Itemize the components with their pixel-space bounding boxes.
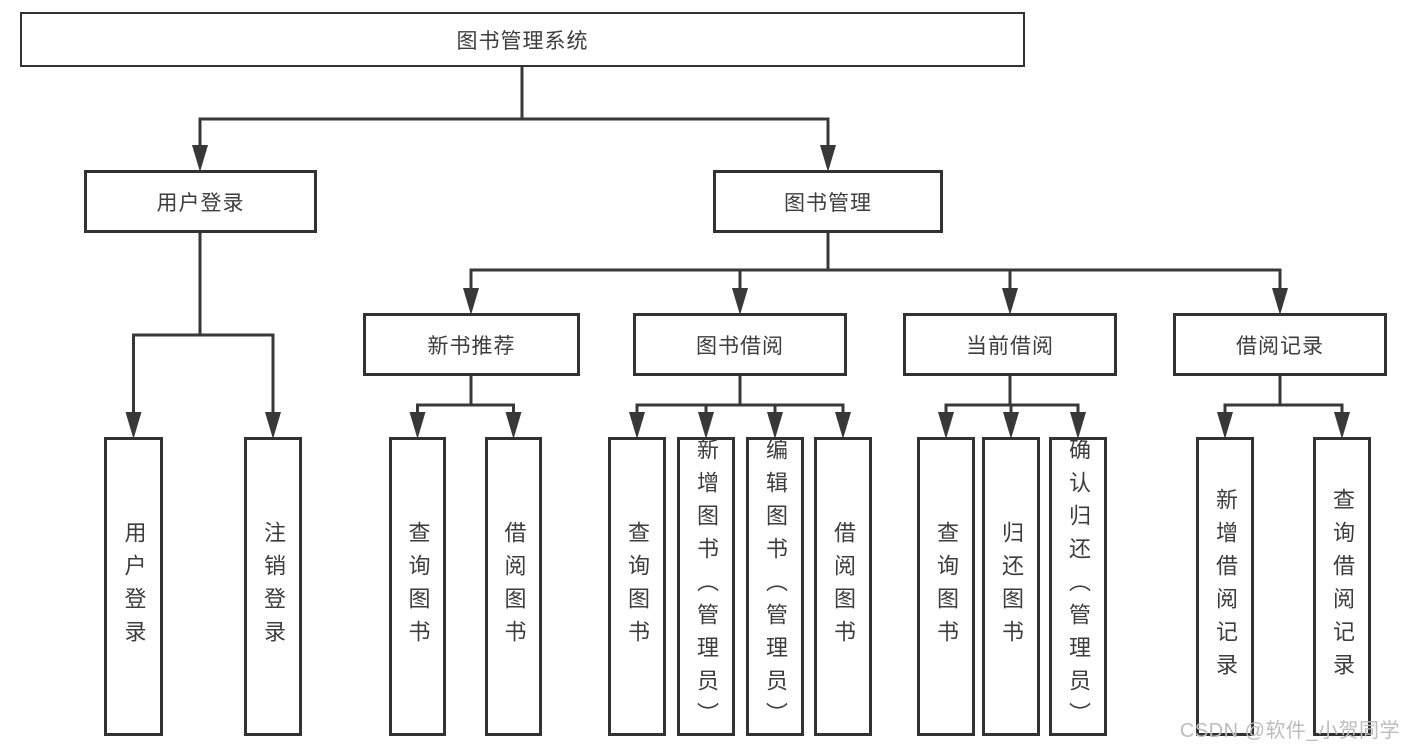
node-root: 图书管理系统 (20, 12, 1025, 67)
node-current-borrow-label: 当前借阅 (966, 334, 1054, 358)
arrowheads (125, 145, 1350, 439)
node-current-return-books: 归还图书 (982, 437, 1040, 736)
node-recommend-borrow-books-label: 借阅图书 (501, 520, 527, 653)
node-book-management-label: 图书管理 (784, 191, 872, 215)
node-borrow-add-books-admin: 新增图书（管理员） (677, 437, 735, 736)
node-current-confirm-return-admin-label: 确认归还（管理员） (1066, 438, 1091, 735)
node-borrow-query-books-label: 查询图书 (625, 520, 650, 653)
node-borrow-add-books-admin-label: 新增图书（管理员） (694, 438, 719, 735)
node-user-login: 用户登录 (84, 170, 317, 233)
node-logout-label: 注销登录 (261, 520, 286, 653)
node-recommend-query-books-label: 查询图书 (405, 520, 431, 653)
node-borrow-records: 借阅记录 (1173, 313, 1387, 376)
node-records-query-record-label: 查询借阅记录 (1330, 487, 1355, 686)
node-book-borrow: 图书借阅 (633, 313, 847, 376)
node-borrow-edit-books-admin: 编辑图书（管理员） (746, 437, 804, 736)
node-borrow-borrow-books-label: 借阅图书 (831, 520, 856, 653)
node-current-borrow: 当前借阅 (903, 313, 1117, 376)
node-logout: 注销登录 (244, 437, 302, 736)
node-borrow-borrow-books: 借阅图书 (814, 437, 872, 736)
node-current-query-books: 查询图书 (917, 437, 975, 736)
csdn-watermark: CSDN @软件_小贺同学 (1179, 720, 1400, 742)
node-current-return-books-label: 归还图书 (999, 520, 1024, 653)
node-borrow-query-books: 查询图书 (608, 437, 666, 736)
node-book-management: 图书管理 (713, 170, 943, 233)
node-new-book-recommend-label: 新书推荐 (427, 334, 516, 358)
node-book-borrow-label: 图书借阅 (696, 334, 784, 358)
node-records-query-record: 查询借阅记录 (1313, 437, 1371, 736)
node-borrow-edit-books-admin-label: 编辑图书（管理员） (763, 438, 788, 735)
node-user-login-action: 用户登录 (104, 437, 163, 736)
node-current-confirm-return-admin: 确认归还（管理员） (1049, 437, 1107, 736)
node-recommend-borrow-books: 借阅图书 (485, 437, 542, 736)
node-root-label: 图书管理系统 (456, 29, 589, 53)
node-recommend-query-books: 查询图书 (389, 437, 446, 736)
node-user-login-action-label: 用户登录 (121, 520, 147, 653)
node-records-add-record: 新增借阅记录 (1196, 437, 1254, 736)
node-new-book-recommend: 新书推荐 (363, 313, 580, 376)
node-user-login-label: 用户登录 (156, 191, 245, 215)
node-borrow-records-label: 借阅记录 (1236, 334, 1324, 358)
node-records-add-record-label: 新增借阅记录 (1213, 487, 1238, 686)
node-current-query-books-label: 查询图书 (934, 520, 959, 653)
